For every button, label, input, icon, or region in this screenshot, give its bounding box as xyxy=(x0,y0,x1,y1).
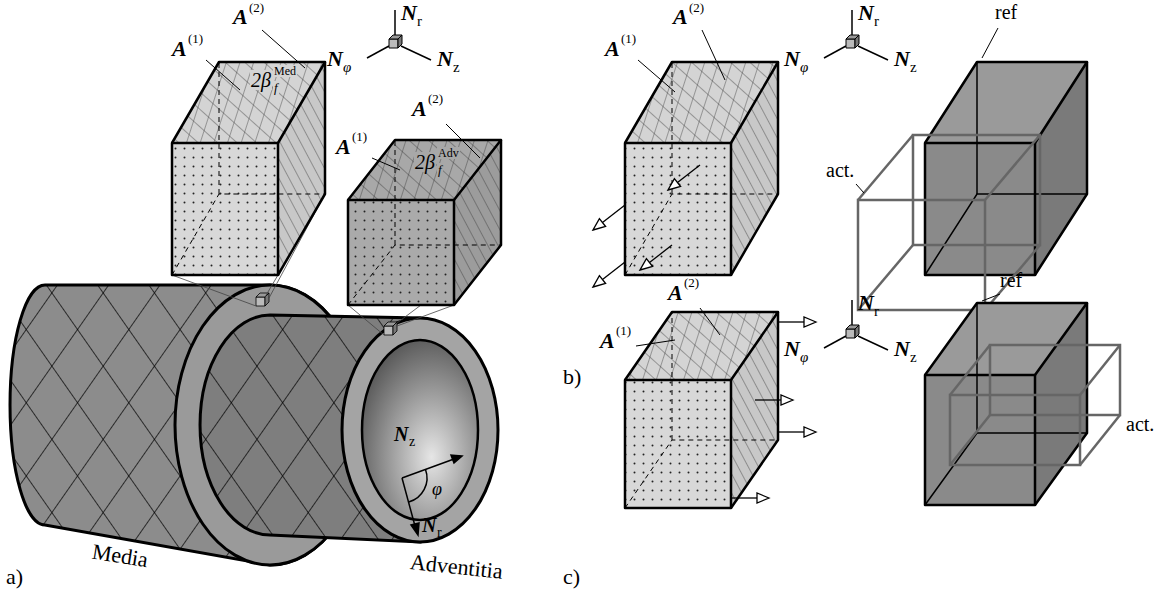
fiber-index: (2) xyxy=(689,1,704,14)
axis-triad xyxy=(824,300,888,350)
layer-name: Adventitia xyxy=(409,551,504,583)
fiber-index: (2) xyxy=(684,276,699,289)
adventitia-cube xyxy=(348,124,501,305)
axis-symbol: N xyxy=(394,424,408,444)
angle-superscript: Med xyxy=(273,65,297,77)
panel-letter: c) xyxy=(563,566,580,588)
axis-subscript: z xyxy=(453,60,460,75)
loaded-cube xyxy=(625,30,778,275)
fiber-index: (2) xyxy=(428,92,443,105)
fiber-symbol: A xyxy=(172,38,187,60)
angle-symbol: 2β xyxy=(414,152,436,172)
fiber-index: (1) xyxy=(188,32,203,45)
fiber-symbol: A xyxy=(673,6,688,28)
axis-subscript: z xyxy=(910,60,917,75)
angle-symbol: φ xyxy=(432,480,442,498)
axis-subscript: φ xyxy=(343,60,351,75)
axis-symbol: N xyxy=(894,338,910,360)
fiber-index: (1) xyxy=(352,130,367,143)
config-label: act. xyxy=(826,160,854,180)
axis-subscript: r xyxy=(874,14,879,29)
adventitia-tube xyxy=(200,315,498,542)
fiber-symbol: A xyxy=(412,98,427,120)
axis-triad xyxy=(367,10,431,60)
axis-symbol: N xyxy=(784,338,800,360)
config-label: act. xyxy=(1126,414,1154,434)
angle-subscript: f xyxy=(273,81,279,94)
fiber-symbol: A xyxy=(233,6,248,28)
actual-cube xyxy=(856,135,1040,310)
axis-subscript: z xyxy=(910,350,917,365)
fiber-symbol: A xyxy=(668,282,683,304)
reference-cube xyxy=(925,28,1087,275)
axis-subscript: r xyxy=(874,304,879,319)
axis-symbol: N xyxy=(784,48,800,70)
load-arrows xyxy=(593,165,700,287)
angle-subscript: f xyxy=(437,163,443,176)
fiber-index: (2) xyxy=(249,1,264,14)
config-label: ref xyxy=(995,2,1017,22)
media-cube xyxy=(172,30,325,275)
fiber-symbol: A xyxy=(605,38,620,60)
axis-symbol: N xyxy=(858,2,874,24)
panel-letter: a) xyxy=(6,566,23,588)
fiber-symbol: A xyxy=(336,136,351,158)
fiber-symbol: A xyxy=(600,330,615,352)
angle-superscript: Adv xyxy=(437,147,460,159)
angle-symbol: 2β xyxy=(250,70,272,90)
axis-symbol: N xyxy=(327,48,343,70)
sample-marker xyxy=(256,293,269,306)
sample-marker xyxy=(384,322,397,335)
load-arrows xyxy=(731,317,816,503)
config-label: ref xyxy=(1000,270,1022,290)
layer-name: Media xyxy=(91,541,150,572)
axis-subscript: r xyxy=(417,14,422,29)
section-axes xyxy=(402,455,462,535)
axis-symbol: N xyxy=(858,292,874,314)
axis-subscript: φ xyxy=(800,60,808,75)
axis-triad xyxy=(824,10,888,60)
axis-symbol: N xyxy=(422,515,436,535)
fiber-index: (1) xyxy=(616,324,631,337)
axis-subscript: φ xyxy=(800,350,808,365)
panel-letter: b) xyxy=(563,366,581,388)
axis-symbol: N xyxy=(894,48,910,70)
actual-cube xyxy=(950,345,1120,465)
axis-symbol: N xyxy=(401,2,417,24)
axis-subscript: r xyxy=(437,526,442,540)
loaded-cube xyxy=(625,308,778,508)
fiber-index: (1) xyxy=(621,32,636,45)
axis-symbol: N xyxy=(437,48,453,70)
reference-cube xyxy=(925,294,1087,505)
axis-subscript: z xyxy=(409,435,415,449)
